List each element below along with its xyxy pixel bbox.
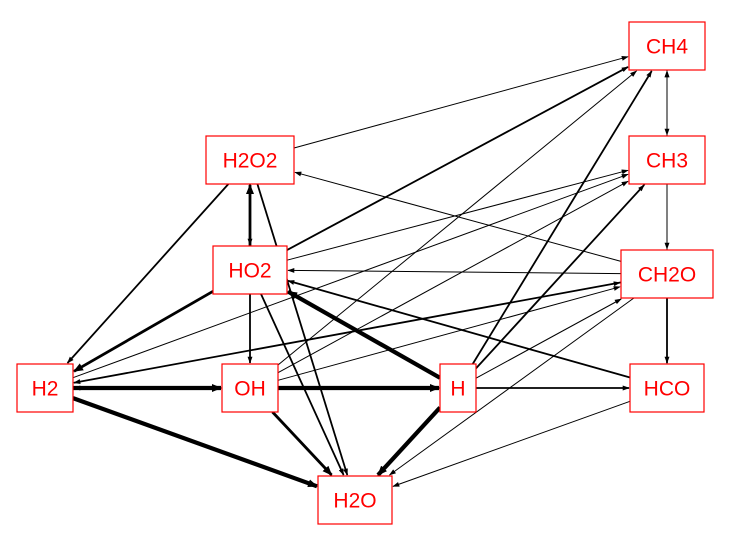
node-box-hco [629, 363, 705, 413]
node-label-ho2: HO2 [228, 260, 271, 283]
node-box-h2o [317, 475, 393, 525]
edge-h2o2-to-ch4 [293, 55, 629, 149]
edge-hco-to-ho2 [287, 279, 631, 379]
node-label-ch4: CH4 [646, 36, 688, 59]
node-h2o: H2O [317, 475, 393, 525]
edge-h2o2-to-h2o [256, 183, 349, 476]
node-label-h2o: H2O [333, 490, 376, 513]
node-label-h: H [450, 378, 465, 401]
node-ch2o: CH2O [620, 249, 714, 299]
node-box-ch3 [628, 135, 706, 185]
edge-h-to-ho2 [286, 289, 442, 380]
node-oh: OH [221, 363, 279, 413]
node-ch3: CH3 [628, 135, 706, 185]
edge-hco-to-h2o [392, 400, 631, 487]
edge-ch2o-to-h2o [388, 297, 635, 476]
edge-h2-to-ch3 [72, 173, 629, 379]
edge-ho2-to-h2 [73, 290, 214, 373]
node-box-ch2o [620, 249, 714, 299]
node-box-ch4 [628, 21, 706, 71]
node-box-ho2 [212, 245, 288, 295]
node-label-ch2o: CH2O [638, 264, 696, 287]
edge-h2o2-to-h2 [66, 183, 230, 364]
edge-oh-to-ch3 [277, 180, 629, 374]
edge-ch2o-to-h2o2 [294, 171, 622, 262]
node-ho2: HO2 [212, 245, 288, 295]
node-box-h [439, 363, 477, 413]
node-label-h2o2: H2O2 [223, 150, 278, 173]
edge-h-to-ch2o [475, 298, 622, 379]
node-box-oh [221, 363, 279, 413]
edge-oh-to-ch4 [277, 70, 638, 366]
edge-h2-to-h2o [72, 396, 318, 489]
node-label-h2: H2 [32, 378, 59, 401]
node-h: H [439, 363, 477, 413]
node-h2o2: H2O2 [205, 135, 295, 185]
node-box-h2 [16, 363, 74, 413]
node-box-h2o2 [205, 135, 295, 185]
node-ch4: CH4 [628, 21, 706, 71]
edge-ho2-to-ch4 [286, 66, 629, 251]
node-label-hco: HCO [644, 378, 691, 401]
edge-oh-to-h2o [271, 411, 333, 476]
node-label-ch3: CH3 [646, 150, 688, 173]
edge-h-to-h2o [376, 406, 442, 477]
node-h2: H2 [16, 363, 74, 413]
node-label-oh: OH [234, 378, 266, 401]
edge-ch2o-to-ho2 [287, 268, 622, 275]
edge-h2-to-ch2o [72, 281, 621, 384]
edge-oh-to-ch2o [277, 286, 621, 381]
node-hco: HCO [629, 363, 705, 413]
edges-layer [66, 55, 670, 489]
edge-ho2-to-ch3 [286, 169, 629, 261]
edge-ho2-to-h2o [260, 293, 345, 476]
